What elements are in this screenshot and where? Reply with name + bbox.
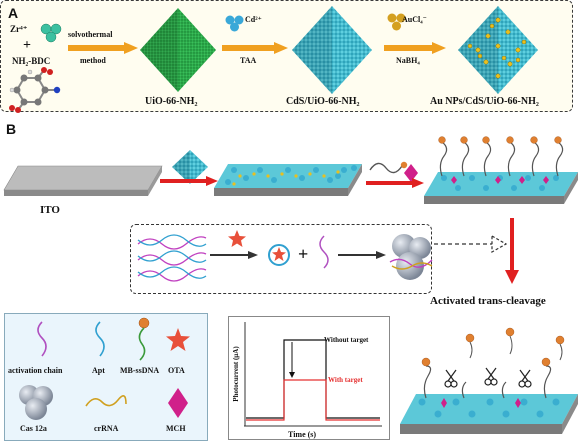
crrna-icon bbox=[85, 395, 127, 407]
dna-duplexes-icon bbox=[137, 234, 207, 282]
legend-label-3: OTA bbox=[168, 366, 185, 375]
step2-top-label: Cd²⁺ bbox=[245, 15, 262, 24]
apt-ota-complex-icon bbox=[268, 244, 290, 266]
mch-small-icon bbox=[404, 164, 418, 182]
mb-ssdna-icon bbox=[138, 317, 150, 361]
dashed-connector-icon bbox=[434, 234, 508, 254]
legend-label-6: MCH bbox=[166, 424, 186, 433]
cas12a-complex-icon bbox=[389, 234, 433, 280]
red-arrow-2-icon bbox=[366, 178, 424, 188]
zr-reagent bbox=[10, 20, 70, 55]
series-label-0: Without target bbox=[324, 336, 369, 344]
step1-bottom-label: method bbox=[80, 56, 106, 65]
probe-electrode-icon bbox=[424, 136, 578, 204]
scissors-icon bbox=[444, 367, 532, 388]
legend-label-2: MB-ssDNA bbox=[120, 366, 160, 375]
step3-bottom-label: NaBH₄ bbox=[396, 56, 420, 65]
series-with-target bbox=[246, 379, 380, 421]
reaction-arrow-1-icon bbox=[210, 251, 258, 259]
au-ions-icon bbox=[387, 13, 406, 31]
activation-chain-icon bbox=[37, 321, 47, 357]
step2-arrow-icon bbox=[222, 42, 288, 54]
cas12a-icon bbox=[19, 385, 53, 420]
mch-diamond-icon bbox=[168, 388, 188, 418]
activated-label: Activated trans-cleavage bbox=[430, 295, 546, 307]
photocurrent-plot bbox=[244, 322, 382, 427]
legend-label-5: crRNA bbox=[94, 424, 119, 433]
legend-label-4: Cas 12a bbox=[20, 424, 47, 433]
au-cds-uio66-octahedron-icon bbox=[458, 6, 538, 94]
modified-electrode-icon bbox=[214, 164, 362, 196]
ito-electrode-icon bbox=[3, 165, 163, 196]
legend-label-0: activation chain bbox=[8, 366, 63, 375]
step3-arrow-icon bbox=[384, 42, 446, 54]
zr-label: Zr⁴⁺ bbox=[10, 24, 28, 34]
reaction-plus: + bbox=[298, 244, 309, 264]
zr-spheres-icon bbox=[40, 23, 62, 43]
cleaved-electrode-icon bbox=[400, 327, 578, 434]
cds-uio66-octahedron-icon bbox=[292, 6, 372, 94]
step2-bottom-label: TAA bbox=[240, 56, 257, 65]
plus-sign: + bbox=[23, 38, 31, 53]
uio66-octahedron-icon bbox=[140, 8, 216, 92]
panel-b-label: B bbox=[6, 121, 17, 137]
chart-xlabel: Time (s) bbox=[288, 430, 317, 439]
decrease-arrowhead bbox=[289, 372, 295, 378]
nh2-bdc-molecule-icon bbox=[9, 67, 61, 113]
chart-ylabel: Photocurrent (μA) bbox=[232, 346, 240, 402]
product3-label: Au NPs/CdS/UiO-66-NH₂ bbox=[430, 96, 539, 107]
cd-ions-icon bbox=[225, 15, 244, 32]
red-down-arrow-icon bbox=[505, 218, 519, 284]
linker-label: NH₂-BDC bbox=[12, 56, 51, 66]
ito-label: ITO bbox=[40, 204, 60, 216]
red-arrow-1-icon bbox=[160, 176, 218, 186]
reaction-arrow-2-icon bbox=[338, 251, 386, 259]
activation-chain-small-icon bbox=[319, 235, 329, 269]
panel-a-label: A bbox=[8, 5, 19, 21]
small-octahedron-icon bbox=[172, 150, 208, 184]
step3-top-label: AuCl₄⁻ bbox=[402, 15, 427, 24]
series-label-1: With target bbox=[328, 376, 363, 384]
reaction-box bbox=[130, 224, 432, 294]
step1-top-label: solvothermal bbox=[68, 30, 113, 39]
photocurrent-chart-frame bbox=[228, 316, 390, 440]
legend-label-1: Apt bbox=[92, 366, 105, 375]
ota-star-small-icon bbox=[228, 230, 246, 247]
aptamer-icon bbox=[95, 321, 105, 357]
ota-star-icon bbox=[166, 328, 190, 351]
product2-label: CdS/UiO-66-NH₂ bbox=[286, 96, 360, 107]
product1-label: UiO-66-NH₂ bbox=[145, 96, 198, 107]
series-without-target bbox=[246, 339, 380, 419]
step1-arrow-icon bbox=[68, 42, 138, 54]
mb-ssdna-small-icon bbox=[369, 161, 408, 174]
